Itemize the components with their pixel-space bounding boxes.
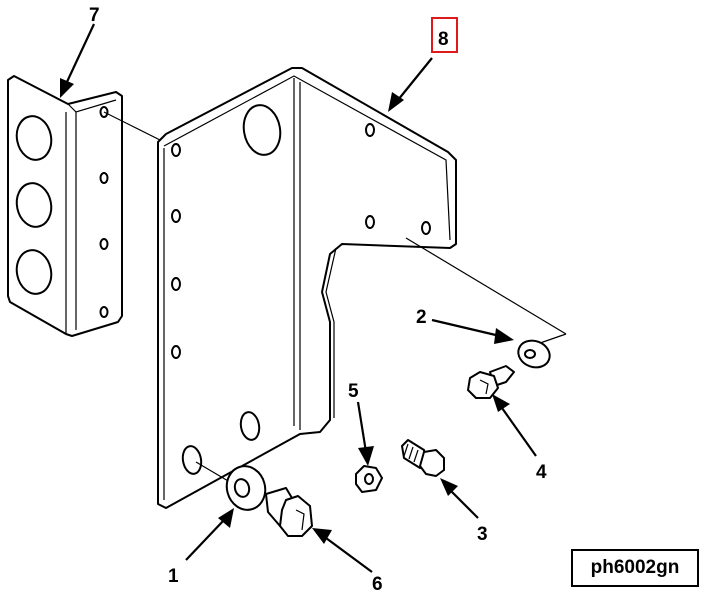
- hex-bolt-part-6: [265, 487, 313, 537]
- callout-number-3: 3: [477, 524, 488, 545]
- washer-part-1: [225, 465, 267, 511]
- callout-number-6: 6: [372, 574, 383, 595]
- mounting-bracket-part: [157, 67, 457, 509]
- bolt-part-3: [401, 439, 445, 477]
- callout-number-5: 5: [348, 381, 359, 402]
- nut-part-5: [355, 465, 383, 493]
- highlight-box: [431, 17, 458, 53]
- callout-arrows: [60, 23, 537, 573]
- figure-id-label: ph6002gn: [571, 549, 699, 587]
- callout-number-8: 8: [438, 29, 449, 50]
- callout-number-2: 2: [416, 307, 427, 328]
- washer-part-2: [517, 339, 551, 369]
- angle-bracket-part: [7, 75, 123, 337]
- callout-number-4: 4: [536, 462, 547, 483]
- callout-number-1: 1: [168, 566, 179, 587]
- hex-bolt-part-4: [467, 365, 515, 399]
- callout-number-7: 7: [89, 5, 100, 26]
